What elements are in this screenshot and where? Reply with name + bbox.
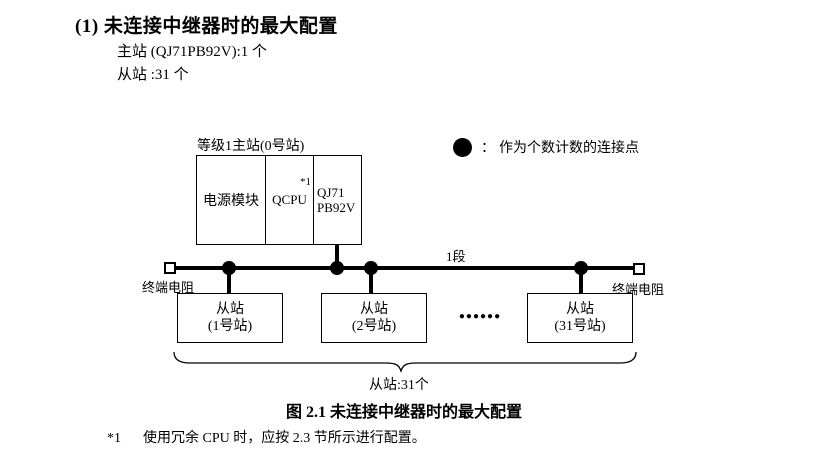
slave-box-line2: (1号站) xyxy=(207,319,253,334)
qcpu-cell: *1 QCPU xyxy=(266,156,314,244)
master-station-label: 等级1主站(0号站) xyxy=(197,139,305,154)
footnote-marker: *1 xyxy=(107,431,121,446)
terminator-right-icon xyxy=(633,263,645,275)
slave-station-box-1: 从站 (1号站) xyxy=(177,293,283,343)
connection-dot-icon xyxy=(330,261,344,275)
slave-station-box-31: 从站 (31号站) xyxy=(527,293,633,343)
footnote-text: 使用冗余 CPU 时，应按 2.3 节所示进行配置。 xyxy=(143,431,426,446)
connection-dot-icon xyxy=(574,261,588,275)
terminator-left-icon xyxy=(164,262,176,274)
slaves-ellipsis: ●●●●●● xyxy=(458,311,502,322)
legend: ： 作为个数计数的连接点 xyxy=(453,137,639,157)
connection-dot-icon xyxy=(222,261,236,275)
slave-count-line: 从站 :31 个 xyxy=(117,67,189,83)
footnote: *1 使用冗余 CPU 时，应按 2.3 节所示进行配置。 xyxy=(107,427,426,447)
slave-box-line2: (2号站) xyxy=(351,319,397,334)
slave-box-line1: 从站 xyxy=(216,301,244,317)
slave31-drop-line xyxy=(579,269,583,293)
legend-text: 作为个数计数的连接点 xyxy=(499,141,639,156)
qj71pb92v-line2: PB92V xyxy=(317,200,356,215)
slave1-drop-line xyxy=(227,269,231,293)
slave2-drop-line xyxy=(369,269,373,293)
slave-box-line1: 从站 xyxy=(566,301,594,317)
terminator-left-label: 终端电阻 xyxy=(142,280,195,295)
bus-segment-line xyxy=(170,266,640,270)
master-station-box: 电源模块 *1 QCPU QJ71 PB92V xyxy=(196,155,362,245)
connection-dot-icon xyxy=(364,261,378,275)
slave-box-line1: 从站 xyxy=(360,301,388,317)
qj71pb92v-cell: QJ71 PB92V xyxy=(314,156,361,244)
qcpu-label: QCPU xyxy=(272,192,307,207)
slave-station-box-2: 从站 (2号站) xyxy=(321,293,427,343)
power-module-cell: 电源模块 xyxy=(197,156,266,244)
slave-total-label: 从站:31个 xyxy=(369,378,429,393)
qj71pb92v-line1: QJ71 xyxy=(317,184,345,200)
qcpu-footnote-ref: *1 xyxy=(300,176,311,188)
figure-caption: 图 2.1 未连接中继器时的最大配置 xyxy=(286,404,523,421)
master-count-line: 主站 (QJ71PB92V):1 个 xyxy=(117,44,268,60)
legend-separator: ： xyxy=(481,141,495,156)
master-drop-line xyxy=(335,245,339,268)
slave-box-line2: (31号站) xyxy=(554,319,606,334)
section-heading: (1) 未连接中继器时的最大配置 xyxy=(75,16,338,37)
segment-label: 1段 xyxy=(446,249,466,264)
connection-point-icon xyxy=(453,137,472,157)
curly-brace-icon xyxy=(173,351,637,374)
